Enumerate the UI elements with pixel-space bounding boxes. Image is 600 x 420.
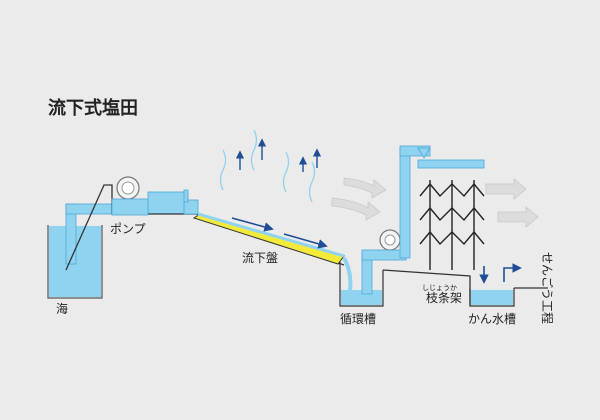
vapor-arrows (235, 138, 322, 172)
pump (111, 176, 149, 216)
branch-rack (419, 180, 485, 270)
label-circulation-tank: 循環槽 (340, 312, 376, 326)
label-sea: 海 (56, 301, 68, 316)
brine-tank (469, 263, 548, 307)
rack-trough (417, 147, 485, 169)
label-boiling-process: せんごう工程 (540, 252, 555, 324)
flow-board (192, 212, 345, 265)
wind-arrows-right (485, 178, 539, 228)
label-flow-board: 流下盤 (242, 251, 278, 265)
hill-ground (65, 184, 345, 271)
feed-pipe (183, 189, 199, 215)
label-brine-tank: かん水槽 (468, 312, 516, 326)
steam-wisps (219, 129, 316, 203)
label-branch-rack: 枝条架 (426, 290, 462, 305)
circulation-tank (339, 257, 384, 307)
pump-2 (361, 145, 431, 295)
flow-arrow (283, 233, 328, 249)
flow-arrow (231, 217, 274, 232)
label-branch-rack-ruby: しじょうか (422, 284, 457, 292)
wind-arrows-left (331, 177, 387, 221)
label-pump: ポンプ (110, 222, 146, 236)
diagram-title: 流下式塩田 (48, 97, 138, 119)
